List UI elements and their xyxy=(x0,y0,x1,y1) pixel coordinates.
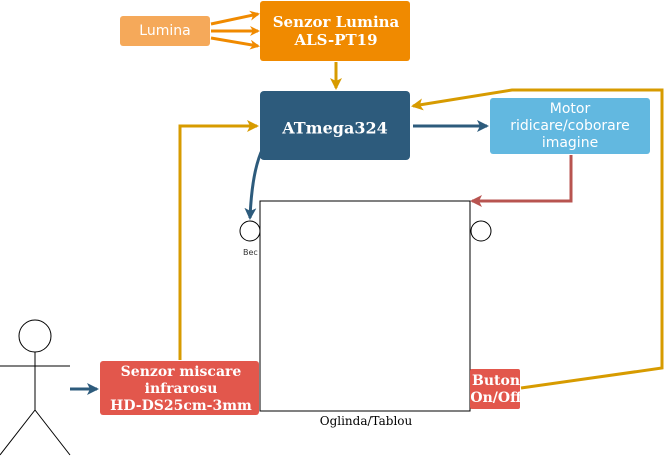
motion-sensor-model: HD-DS25cm-3mm xyxy=(110,398,252,414)
motor-label-line2: ridicare/coborare xyxy=(510,118,630,134)
button-label-line1: Buton xyxy=(472,373,520,389)
light-sensor-title: Senzor Lumina xyxy=(273,13,400,31)
arrow-light-to-sensor-1 xyxy=(210,10,260,26)
arrow-button-to-mcu xyxy=(411,88,664,390)
motor-label-line3: imagine xyxy=(542,135,598,151)
mirror-label: Oglinda/Tablou xyxy=(320,414,413,428)
bulb-left-icon xyxy=(239,220,261,242)
microcontroller-node: ATmega324 xyxy=(260,91,410,160)
motion-sensor-title: Senzor miscare xyxy=(121,364,242,380)
button-node: Buton On/Off xyxy=(470,369,523,409)
motion-sensor-subtitle: infrarosu xyxy=(145,381,218,397)
bulb-right-icon xyxy=(470,220,492,242)
connectors xyxy=(70,10,664,395)
motor-node: Motor ridicare/coborare imagine xyxy=(490,98,650,154)
arrow-motor-to-mirror xyxy=(470,155,573,207)
microcontroller-label: ATmega324 xyxy=(281,119,388,138)
light-source-label: Lumina xyxy=(139,23,190,39)
mirror-node: Oglinda/Tablou xyxy=(259,200,471,428)
arrow-motion-to-mcu xyxy=(178,120,259,360)
bulb-left-label: Bec xyxy=(243,248,258,257)
bulb-left: Bec xyxy=(239,220,261,257)
motor-label-line1: Motor xyxy=(550,101,591,117)
light-sensor-node: Senzor Lumina ALS-PT19 xyxy=(260,1,410,61)
person-icon xyxy=(0,319,71,456)
light-sensor-model: ALS-PT19 xyxy=(293,31,377,49)
motion-sensor-node: Senzor miscare infrarosu HD-DS25cm-3mm xyxy=(100,361,259,415)
button-label-line2: On/Off xyxy=(470,390,523,406)
light-source-node: Lumina xyxy=(120,16,210,46)
bulb-right xyxy=(470,220,492,242)
arrow-light-to-sensor-3 xyxy=(210,36,260,50)
